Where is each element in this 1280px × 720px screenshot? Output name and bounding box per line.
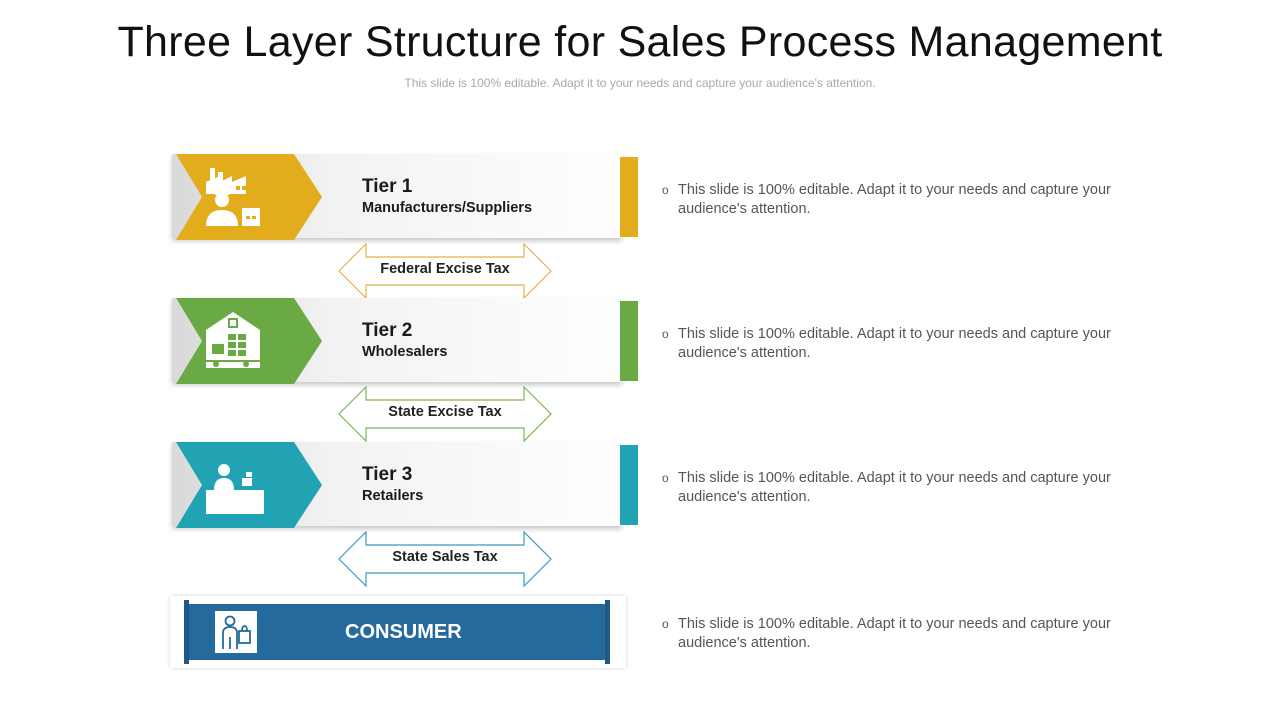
- bullet-icon: o: [662, 471, 669, 485]
- warehouse-truck-icon: [200, 308, 266, 374]
- tax-arrow-federal-excise: Federal Excise Tax: [338, 243, 552, 299]
- tax-arrow-state-sales: State Sales Tax: [338, 531, 552, 587]
- retail-counter-icon: [200, 452, 266, 518]
- tier-3-label: Retailers: [362, 488, 424, 504]
- description-item: o This slide is 100% editable. Adapt it …: [662, 615, 1132, 653]
- bullet-icon: o: [662, 183, 669, 197]
- tier-2-accent-strip: [620, 301, 638, 381]
- factory-worker-icon: [200, 164, 266, 230]
- bullet-icon: o: [662, 617, 669, 631]
- description-text: This slide is 100% editable. Adapt it to…: [678, 326, 1111, 361]
- description-item: o This slide is 100% editable. Adapt it …: [662, 469, 1132, 507]
- tier-3-accent-strip: [620, 445, 638, 525]
- tax-label: State Sales Tax: [392, 549, 498, 565]
- shopper-icon: [215, 611, 257, 653]
- tier-1-name: Tier 1: [362, 176, 413, 197]
- consumer-label: CONSUMER: [345, 621, 462, 643]
- tier-1-accent-strip: [620, 157, 638, 237]
- description-item: o This slide is 100% editable. Adapt it …: [662, 181, 1132, 219]
- tier-2-label: Wholesalers: [362, 344, 448, 360]
- consumer-bar-right-cap: [605, 600, 610, 664]
- consumer-bar-left-cap: [184, 600, 189, 664]
- page-title: Three Layer Structure for Sales Process …: [117, 18, 1163, 66]
- description-text: This slide is 100% editable. Adapt it to…: [678, 470, 1111, 505]
- tax-label: State Excise Tax: [388, 404, 502, 420]
- tier-2-row: Tier 2 Wholesalers: [172, 298, 640, 384]
- tier-2-name: Tier 2: [362, 320, 413, 341]
- tier-3-name: Tier 3: [362, 464, 413, 485]
- description-item: o This slide is 100% editable. Adapt it …: [662, 325, 1132, 363]
- description-text: This slide is 100% editable. Adapt it to…: [678, 182, 1111, 217]
- description-text: This slide is 100% editable. Adapt it to…: [678, 616, 1111, 651]
- tier-1-label: Manufacturers/Suppliers: [362, 200, 533, 216]
- tier-1-row: Tier 1 Manufacturers/Suppliers: [172, 154, 640, 240]
- bullet-icon: o: [662, 327, 669, 341]
- tax-arrow-state-excise: State Excise Tax: [338, 386, 552, 442]
- tax-label: Federal Excise Tax: [380, 261, 510, 277]
- tier-3-row: Tier 3 Retailers: [172, 442, 640, 528]
- page-subtitle: This slide is 100% editable. Adapt it to…: [404, 76, 876, 90]
